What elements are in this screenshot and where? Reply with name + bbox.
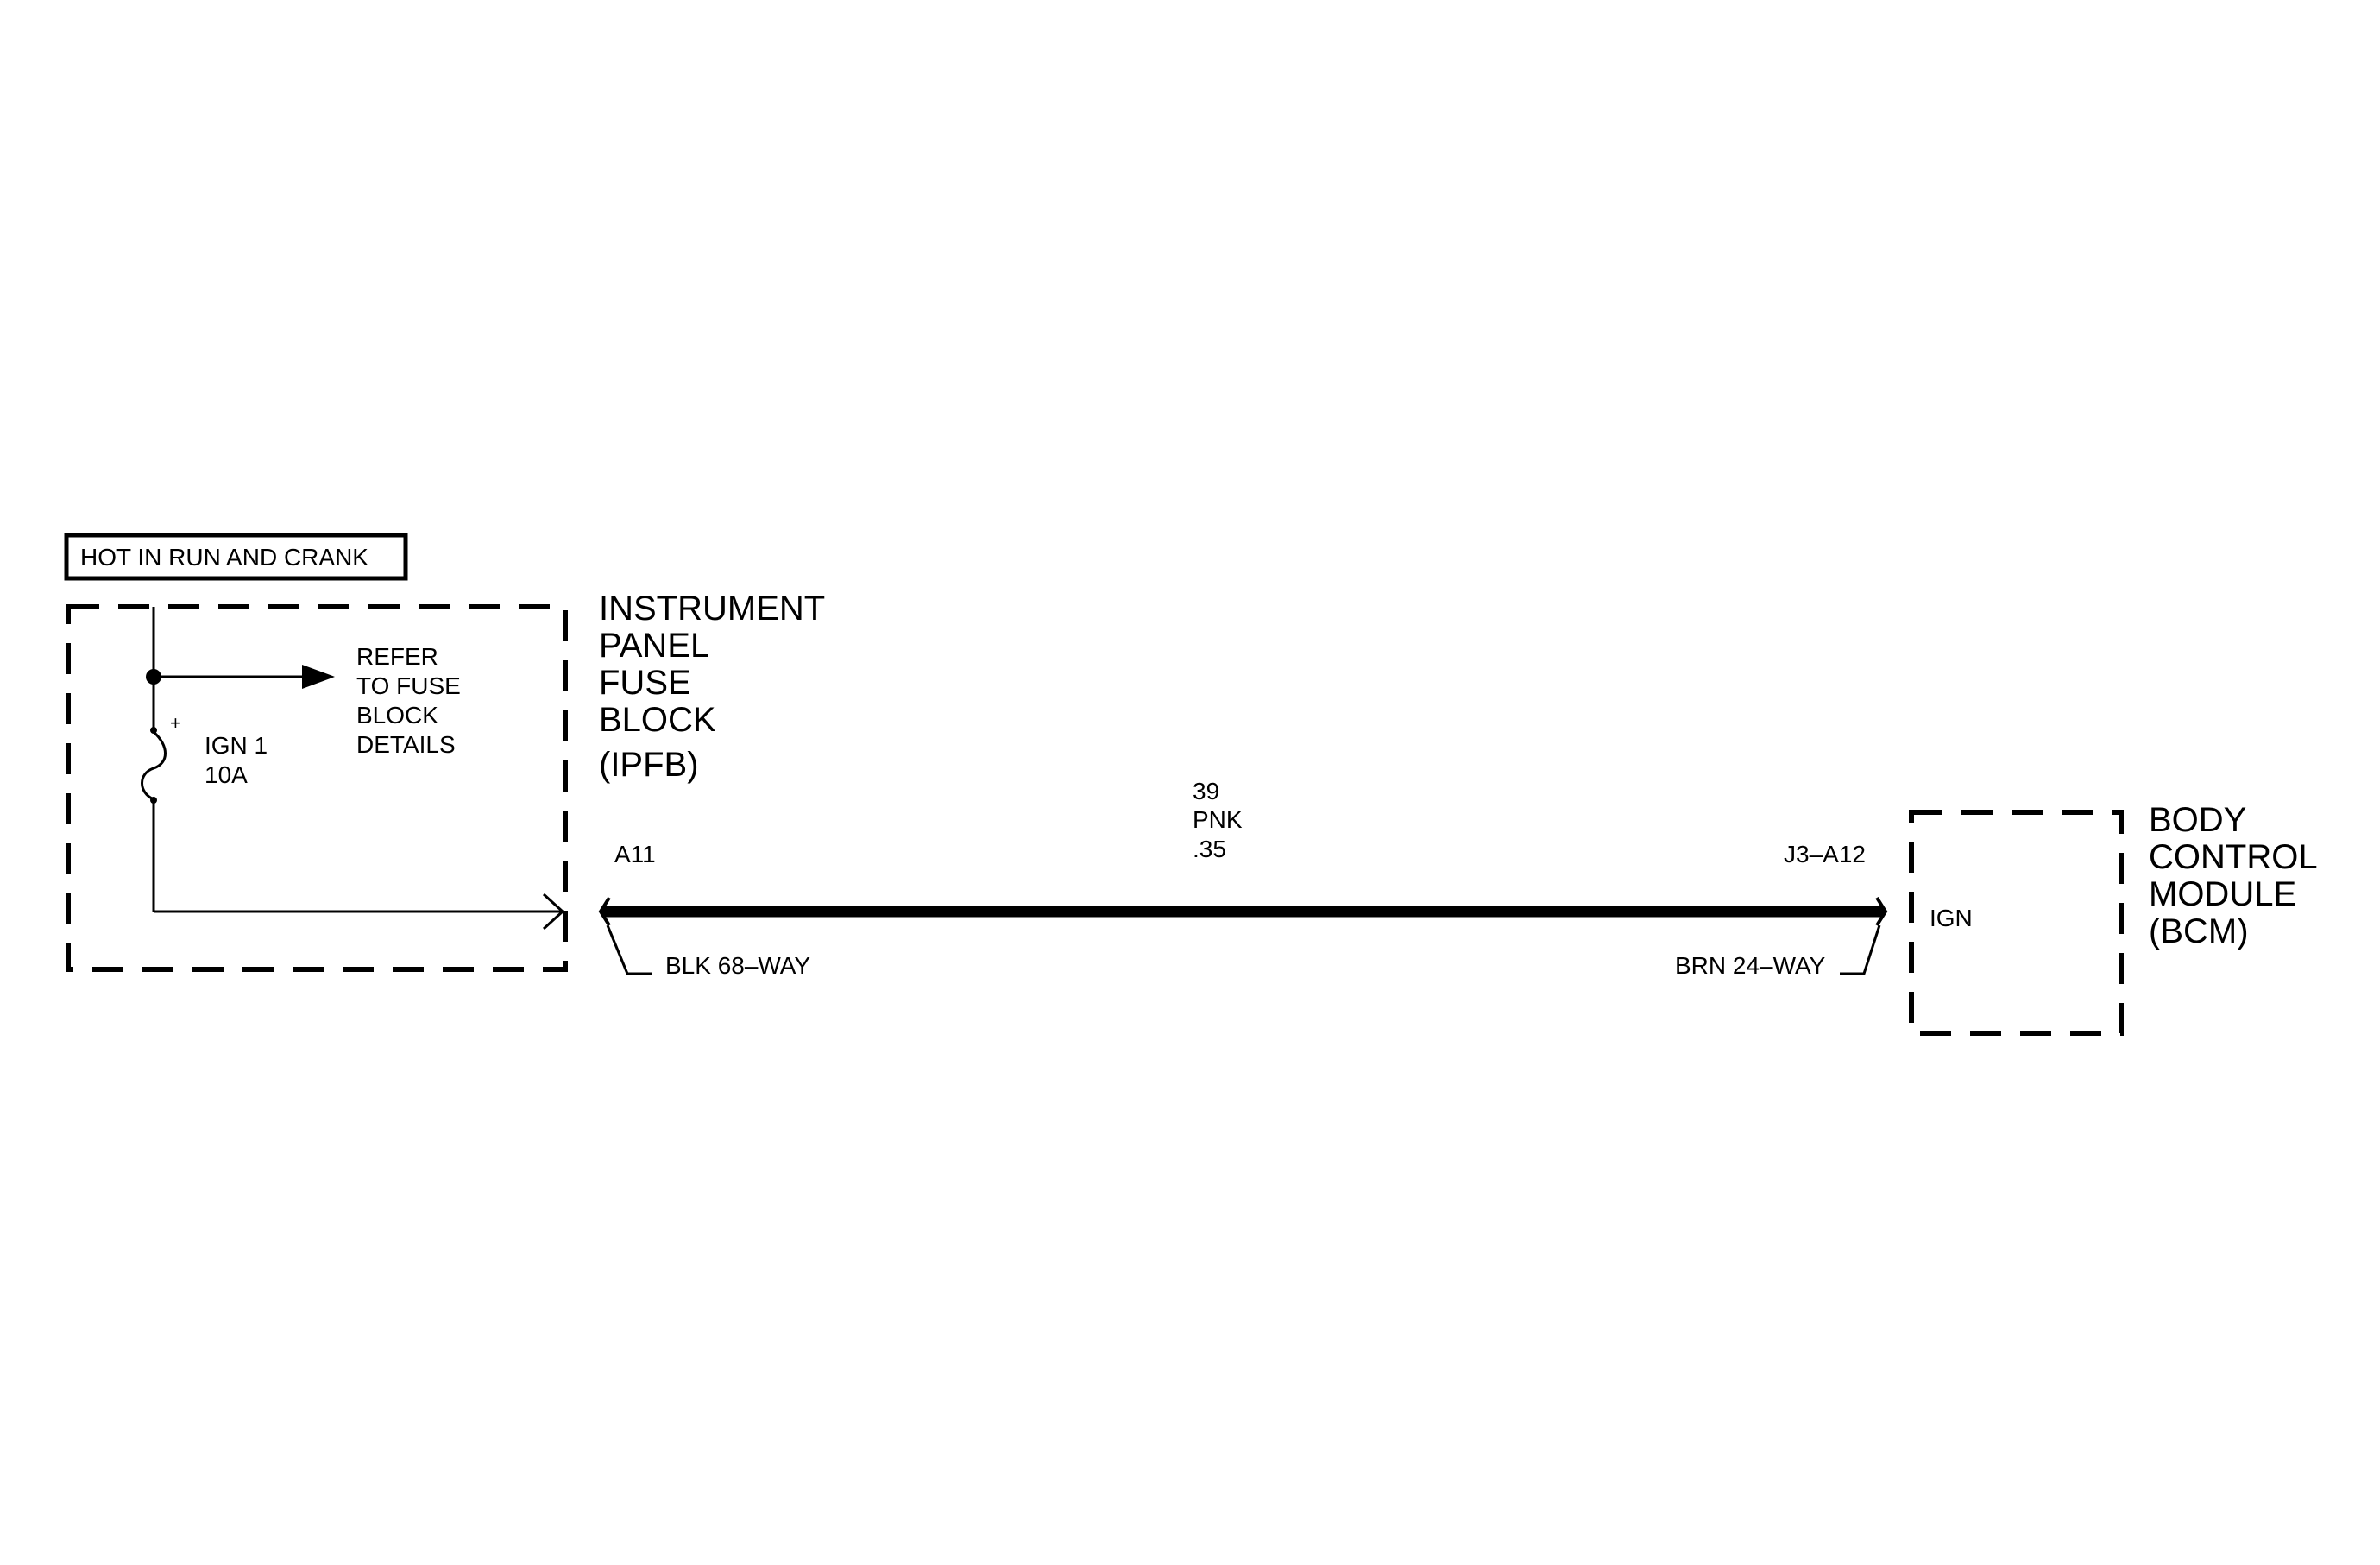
fuse-block-name-line-4: BLOCK [599,701,716,739]
fuse-symbol-icon [141,730,167,801]
blk-connector-label: BLK 68–WAY [665,952,810,979]
refer-line-4: DETAILS [356,731,456,758]
ipfb-connector-end-icon [598,896,611,927]
fuse-label-line-2: 10A [205,761,248,788]
bcm-boundary [1909,810,2124,1036]
bcm-name-line-1: BODY [2149,801,2246,839]
fuse-terminal-bottom [150,797,157,804]
fuse-block-name-line-2: PANEL [599,627,709,665]
wire-color: PNK [1193,806,1243,833]
fuse-block-boundary [66,604,568,972]
brn-connector-leader [1840,924,1881,975]
fuse-block-name-line-3: FUSE [599,664,691,702]
refer-line-3: BLOCK [356,702,438,729]
brn-connector-label: BRN 24–WAY [1675,952,1826,979]
refer-line-1: REFER [356,643,438,670]
bcm-pin-label: IGN [1930,905,1973,931]
header-box-text: HOT IN RUN AND CRANK [80,544,368,571]
header-box-frame [64,533,408,581]
refer-line-2: TO FUSE [356,672,461,699]
fuse-polarity: + [170,712,181,734]
bcm-terminal-label: J3–A12 [1784,841,1866,868]
blk-connector-leader [606,924,652,975]
bcm-connector-end-icon [1875,896,1888,927]
connector-arrow-icon [542,893,565,931]
bcm-name-line-3: MODULE [2149,875,2296,913]
wire-circuit-number: 39 [1193,778,1219,805]
fuse-block-name-line-5: (IPFB) [599,746,699,784]
bcm-name-line-4: (BCM) [2149,912,2249,950]
ipfb-terminal-label: A11 [614,841,656,868]
refer-arrow-head-icon [302,665,335,689]
fuse-label-line-1: IGN 1 [205,732,268,759]
wire-gauge: .35 [1193,836,1226,862]
fuse-block-name-line-1: INSTRUMENT [599,590,825,628]
bcm-name-line-2: CONTROL [2149,838,2318,876]
